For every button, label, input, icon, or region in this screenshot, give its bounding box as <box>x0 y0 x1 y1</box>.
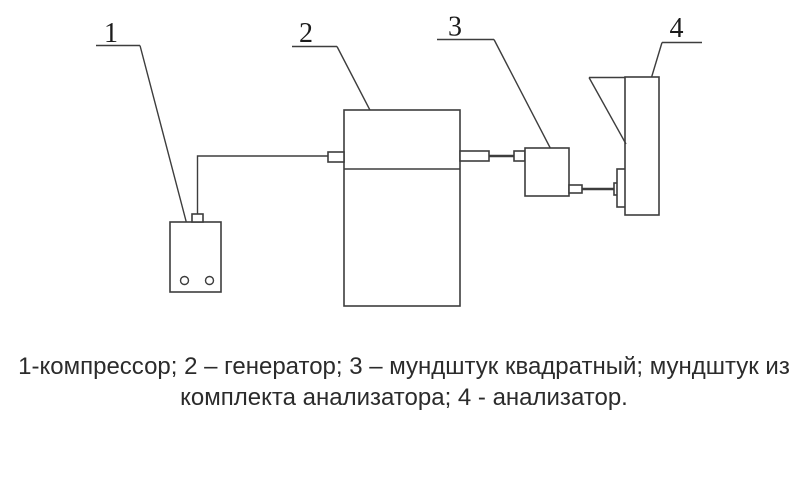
mouthpiece-inlet-port <box>513 150 526 162</box>
label-1-leader-line <box>139 45 192 241</box>
mouthpiece-group <box>524 147 583 197</box>
compressor-box <box>169 221 222 293</box>
generator-group <box>327 109 490 307</box>
mouthpiece-outlet-port <box>568 184 583 194</box>
label-3-group: 3 <box>437 12 558 162</box>
analyzer-funnel-slope <box>588 77 627 145</box>
label-1-number: 1 <box>104 18 118 49</box>
compressor-group <box>169 213 222 293</box>
generator-outlet-port <box>459 150 490 162</box>
label-2-number: 2 <box>299 18 313 49</box>
compressor-to-generator-pipe <box>196 155 328 214</box>
analyzer-group <box>588 76 660 216</box>
caption-line-2: комплекта анализатора; 4 - анализатор. <box>180 384 628 411</box>
label-1-group: 1 <box>96 18 192 241</box>
compressor-vent-hole-left <box>179 275 190 286</box>
figure-caption: 1-компрессор; 2 – генератор; 3 – мундшту… <box>0 351 808 413</box>
compressor-vent-hole-right <box>204 275 215 286</box>
caption-line-1: 1-компрессор; 2 – генератор; 3 – мундшту… <box>18 353 790 380</box>
label-4-number: 4 <box>670 13 684 44</box>
generator-box <box>343 109 461 307</box>
analyzer-box <box>624 76 660 216</box>
generator-inlet-port <box>327 151 345 163</box>
label-3-leader-line <box>493 39 558 162</box>
mouthpiece-box <box>524 147 570 197</box>
label-3-number: 3 <box>448 12 462 43</box>
compressor-outlet-port <box>191 213 204 223</box>
